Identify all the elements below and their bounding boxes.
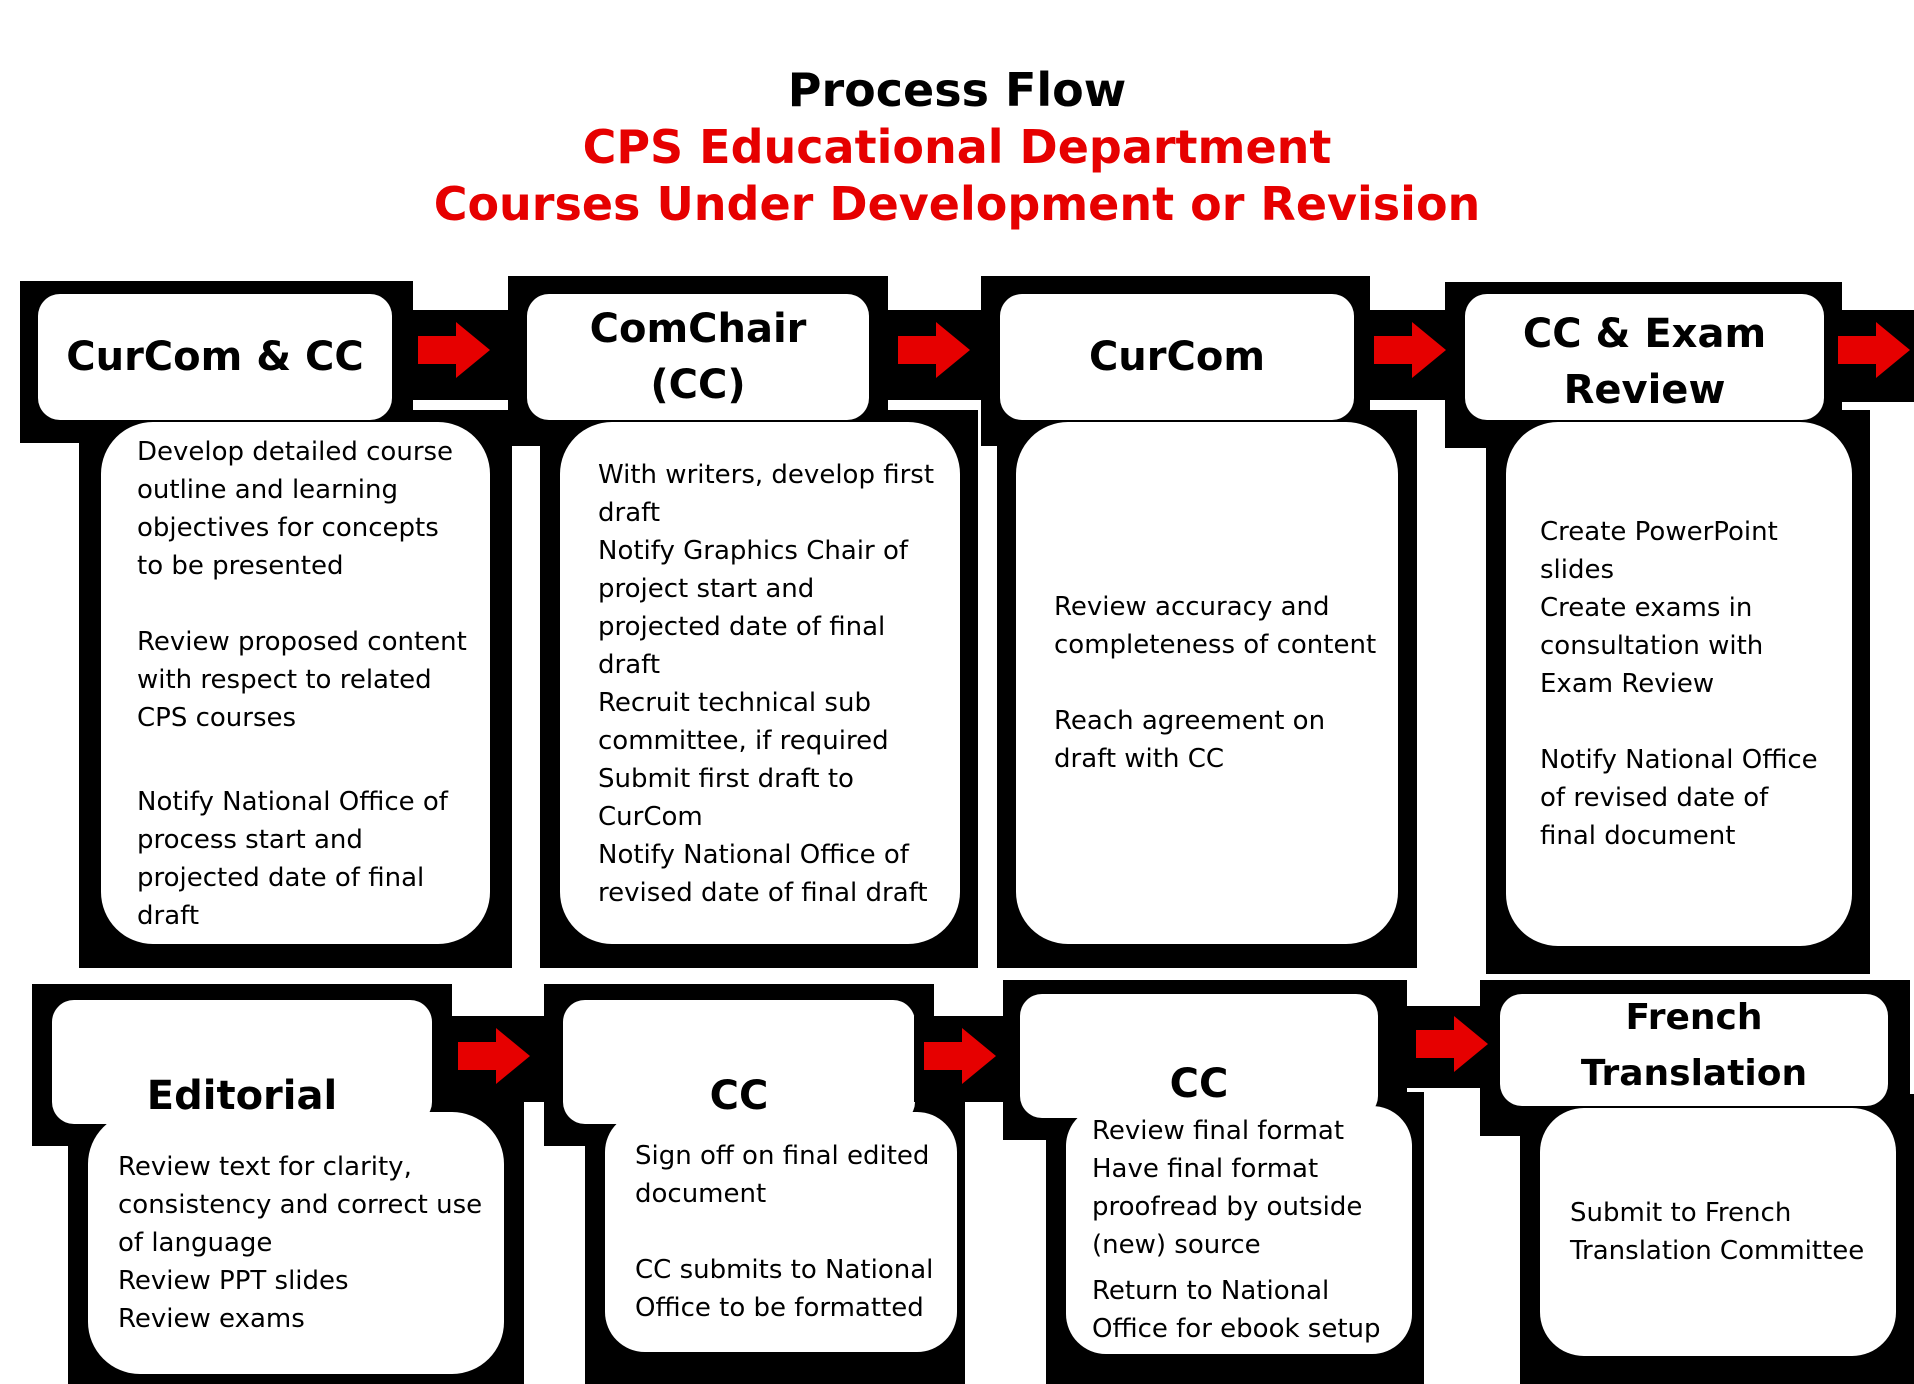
step-8-body: Submit to French Translation Committee [1540,1108,1896,1356]
right-arrow-icon [924,1028,996,1084]
step-7-item: Have final format proofread by outside (… [1092,1154,1363,1260]
right-arrow-icon [418,322,490,378]
step-2-body: With writers, develop first draft Notify… [560,422,960,944]
step-5-item: Review exams [118,1304,305,1334]
step-5-item: Review PPT slides [118,1266,349,1296]
right-arrow-icon [1838,322,1910,378]
step-4-item: Create PowerPoint slides [1540,517,1778,585]
step-5-body: Review text for clarity, consistency and… [88,1112,504,1374]
diagram-title: Process Flow CPS Educational Department … [0,62,1914,233]
step-2-item: Notify National Office of revised date o… [598,840,928,908]
step-7-item: Return to National Office for ebook setu… [1092,1276,1381,1344]
step-6-item: Sign off on final edited document [635,1141,930,1209]
step-1-body: Develop detailed course outline and lear… [101,422,490,944]
step-1-item: Review proposed content with respect to … [137,627,467,733]
title-courses: Courses Under Development or Revision [433,177,1481,231]
right-arrow-icon [1416,1016,1488,1072]
step-1-item: Develop detailed course outline and lear… [137,437,454,581]
step-4-item: Notify National Office of revised date o… [1540,745,1818,851]
step-6-header: CC [563,1000,915,1124]
step-4-item: Create exams in consultation with Exam R… [1540,593,1764,699]
step-7-body: Review final format Have final format pr… [1066,1106,1412,1354]
step-3-body: Review accuracy and completeness of cont… [1016,422,1398,944]
step-1-item: Notify National Office of process start … [137,787,448,931]
step-8-header: French Translation [1500,994,1888,1106]
step-1-header: CurCom & CC [38,294,392,420]
step-7-item: Review final format [1092,1116,1345,1146]
step-2-item: With writers, develop first draft [598,460,935,528]
right-arrow-icon [1374,322,1446,378]
step-5-item: Review text for clarity, consistency and… [118,1152,483,1258]
step-2-item: Recruit technical sub committee, if requ… [598,688,889,756]
step-2-header: ComChair (CC) [527,294,869,420]
right-arrow-icon [898,322,970,378]
title-process-flow: Process Flow [787,63,1127,117]
step-5-header: Editorial [52,1000,432,1124]
step-8-item: Submit to French Translation Committee [1570,1198,1865,1266]
title-department: CPS Educational Department [582,120,1332,174]
step-6-body: Sign off on final edited document CC sub… [605,1112,957,1352]
step-3-item: Review accuracy and completeness of cont… [1054,592,1377,660]
step-3-item: Reach agreement on draft with CC [1054,706,1326,774]
step-6-item: CC submits to National Office to be form… [635,1255,934,1323]
step-7-header: CC [1020,994,1378,1118]
step-2-item: Notify Graphics Chair of project start a… [598,536,909,680]
right-arrow-icon [458,1028,530,1084]
step-3-header: CurCom [1000,294,1354,420]
step-4-header: CC & Exam Review [1465,294,1824,420]
step-2-item: Submit first draft to CurCom [598,764,854,832]
step-4-body: Create PowerPoint slides Create exams in… [1506,422,1852,946]
